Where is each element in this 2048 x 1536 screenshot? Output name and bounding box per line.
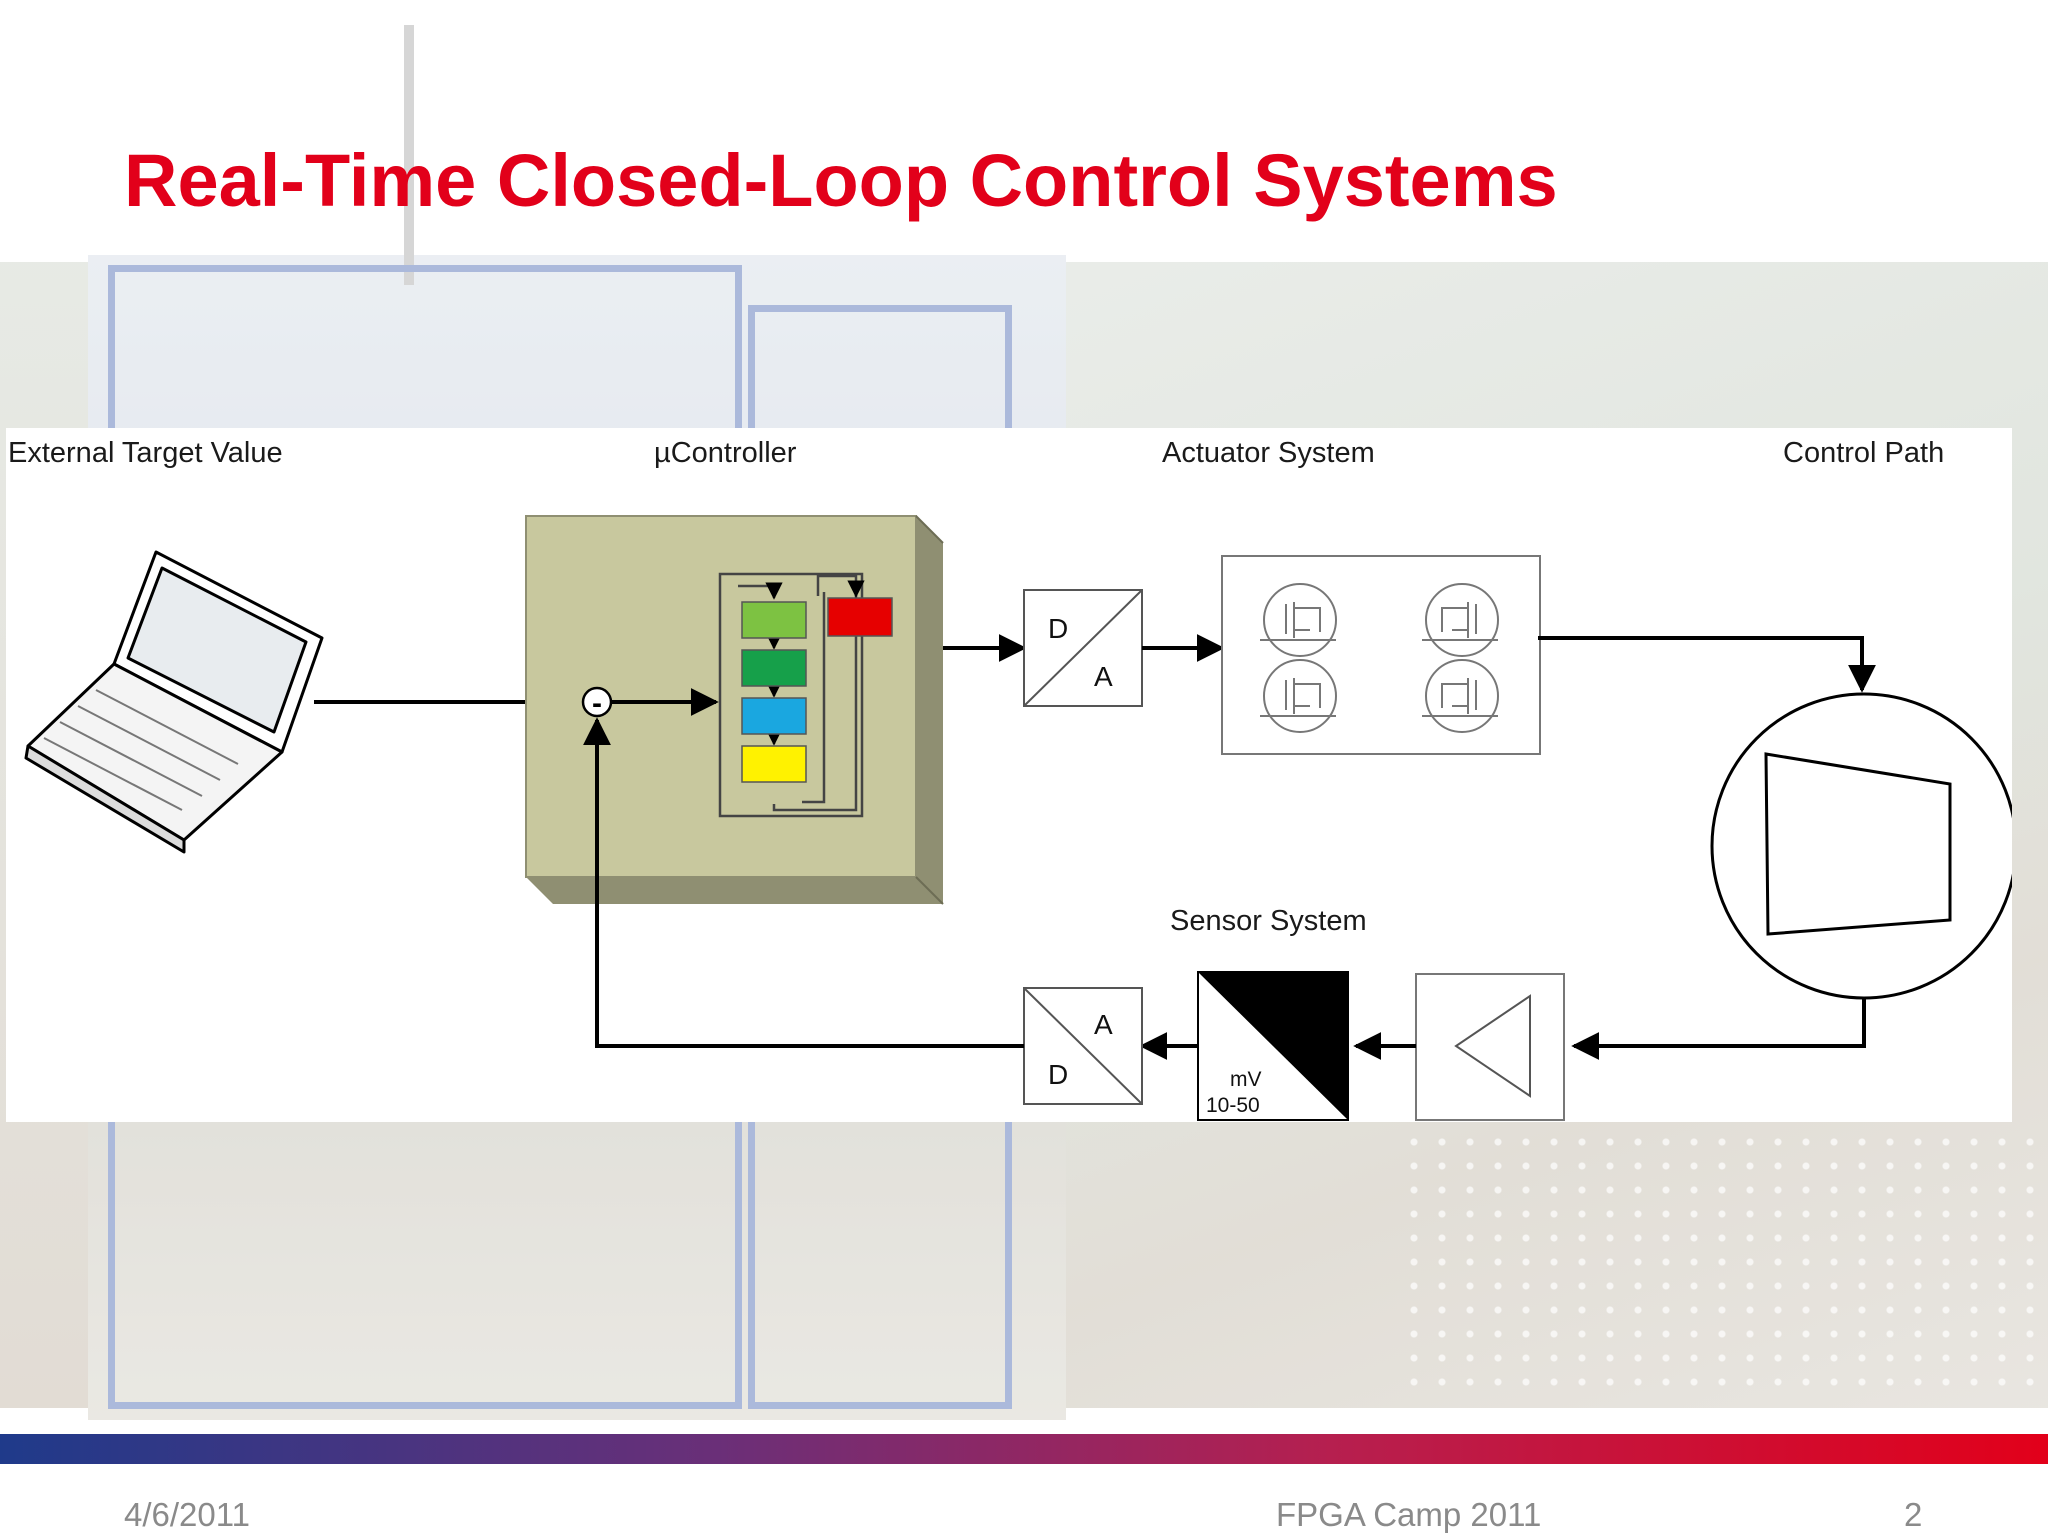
transistor-icons — [1260, 583, 1499, 733]
sensor-unit: mV — [1230, 1068, 1262, 1091]
label-sensor: Sensor System — [1170, 905, 1367, 937]
pipeline-stage-1 — [741, 601, 807, 639]
register-block — [827, 597, 893, 637]
laptop-base-edge — [24, 744, 186, 854]
amplifier-icon — [1415, 973, 1565, 1121]
adc-converter: A D — [1023, 987, 1143, 1105]
pipeline-wire-input — [738, 582, 783, 600]
arrow-plant-to-sensor — [1571, 998, 1866, 1060]
laptop-keys — [43, 689, 239, 811]
sensor-block: mV 10-50 — [1197, 971, 1349, 1121]
adc-label-d: D — [1048, 1059, 1068, 1090]
background-conveyor — [1400, 1130, 2040, 1400]
footer-gradient-bar — [0, 1434, 2048, 1464]
subtractor-symbol: - — [592, 687, 602, 720]
label-external-target: External Target Value — [8, 437, 283, 469]
motor-trapezoid — [1764, 752, 1952, 936]
footer-event: FPGA Camp 2011 — [1276, 1496, 1542, 1533]
control-loop-diagram: External Target Value µController Actuat… — [6, 428, 2012, 1122]
dac-label-d: D — [1048, 613, 1068, 644]
subtractor-node — [581, 686, 613, 718]
pipeline-wire-register — [802, 592, 826, 804]
label-actuator: Actuator System — [1162, 437, 1375, 469]
pipeline-frame — [718, 572, 864, 818]
controller-block: - — [525, 515, 944, 905]
transistor-icon-2 — [1263, 659, 1337, 733]
arrow-actuator-to-plant — [1538, 636, 1876, 693]
pipeline-stage-2 — [741, 649, 807, 687]
sensor-range: 10-50 — [1206, 1094, 1260, 1117]
amplifier-triangle — [1454, 994, 1531, 1098]
actuator-block — [1221, 555, 1541, 755]
slide-title: Real-Time Closed-Loop Control Systems — [124, 139, 1558, 222]
pipeline-stage-4 — [741, 745, 807, 783]
diagram-svg: External Target Value µController Actuat… — [8, 437, 2012, 1121]
footer-date: 4/6/2011 — [124, 1496, 251, 1533]
motor-icon — [1710, 692, 2012, 1000]
sensor-fill — [1198, 972, 1348, 1120]
footer-page-number: 2 — [1904, 1496, 1923, 1533]
transistor-icon-4 — [1425, 659, 1499, 733]
laptop-screen — [126, 566, 308, 734]
label-control-path: Control Path — [1783, 437, 1944, 469]
actuator-box — [1221, 555, 1541, 755]
label-controller: µController — [654, 437, 797, 469]
pipeline-wire-right — [772, 574, 858, 812]
transistor-icon-1 — [1263, 583, 1337, 657]
arrow-feedback — [583, 717, 1024, 1048]
adc-label-a: A — [1094, 1009, 1113, 1040]
pipeline-stage-3 — [741, 697, 807, 735]
dac-converter: D A — [1023, 589, 1143, 707]
transistor-icon-3 — [1425, 583, 1499, 657]
dac-label-a: A — [1094, 661, 1113, 692]
laptop-icon — [24, 550, 324, 854]
background-pole — [404, 25, 414, 285]
